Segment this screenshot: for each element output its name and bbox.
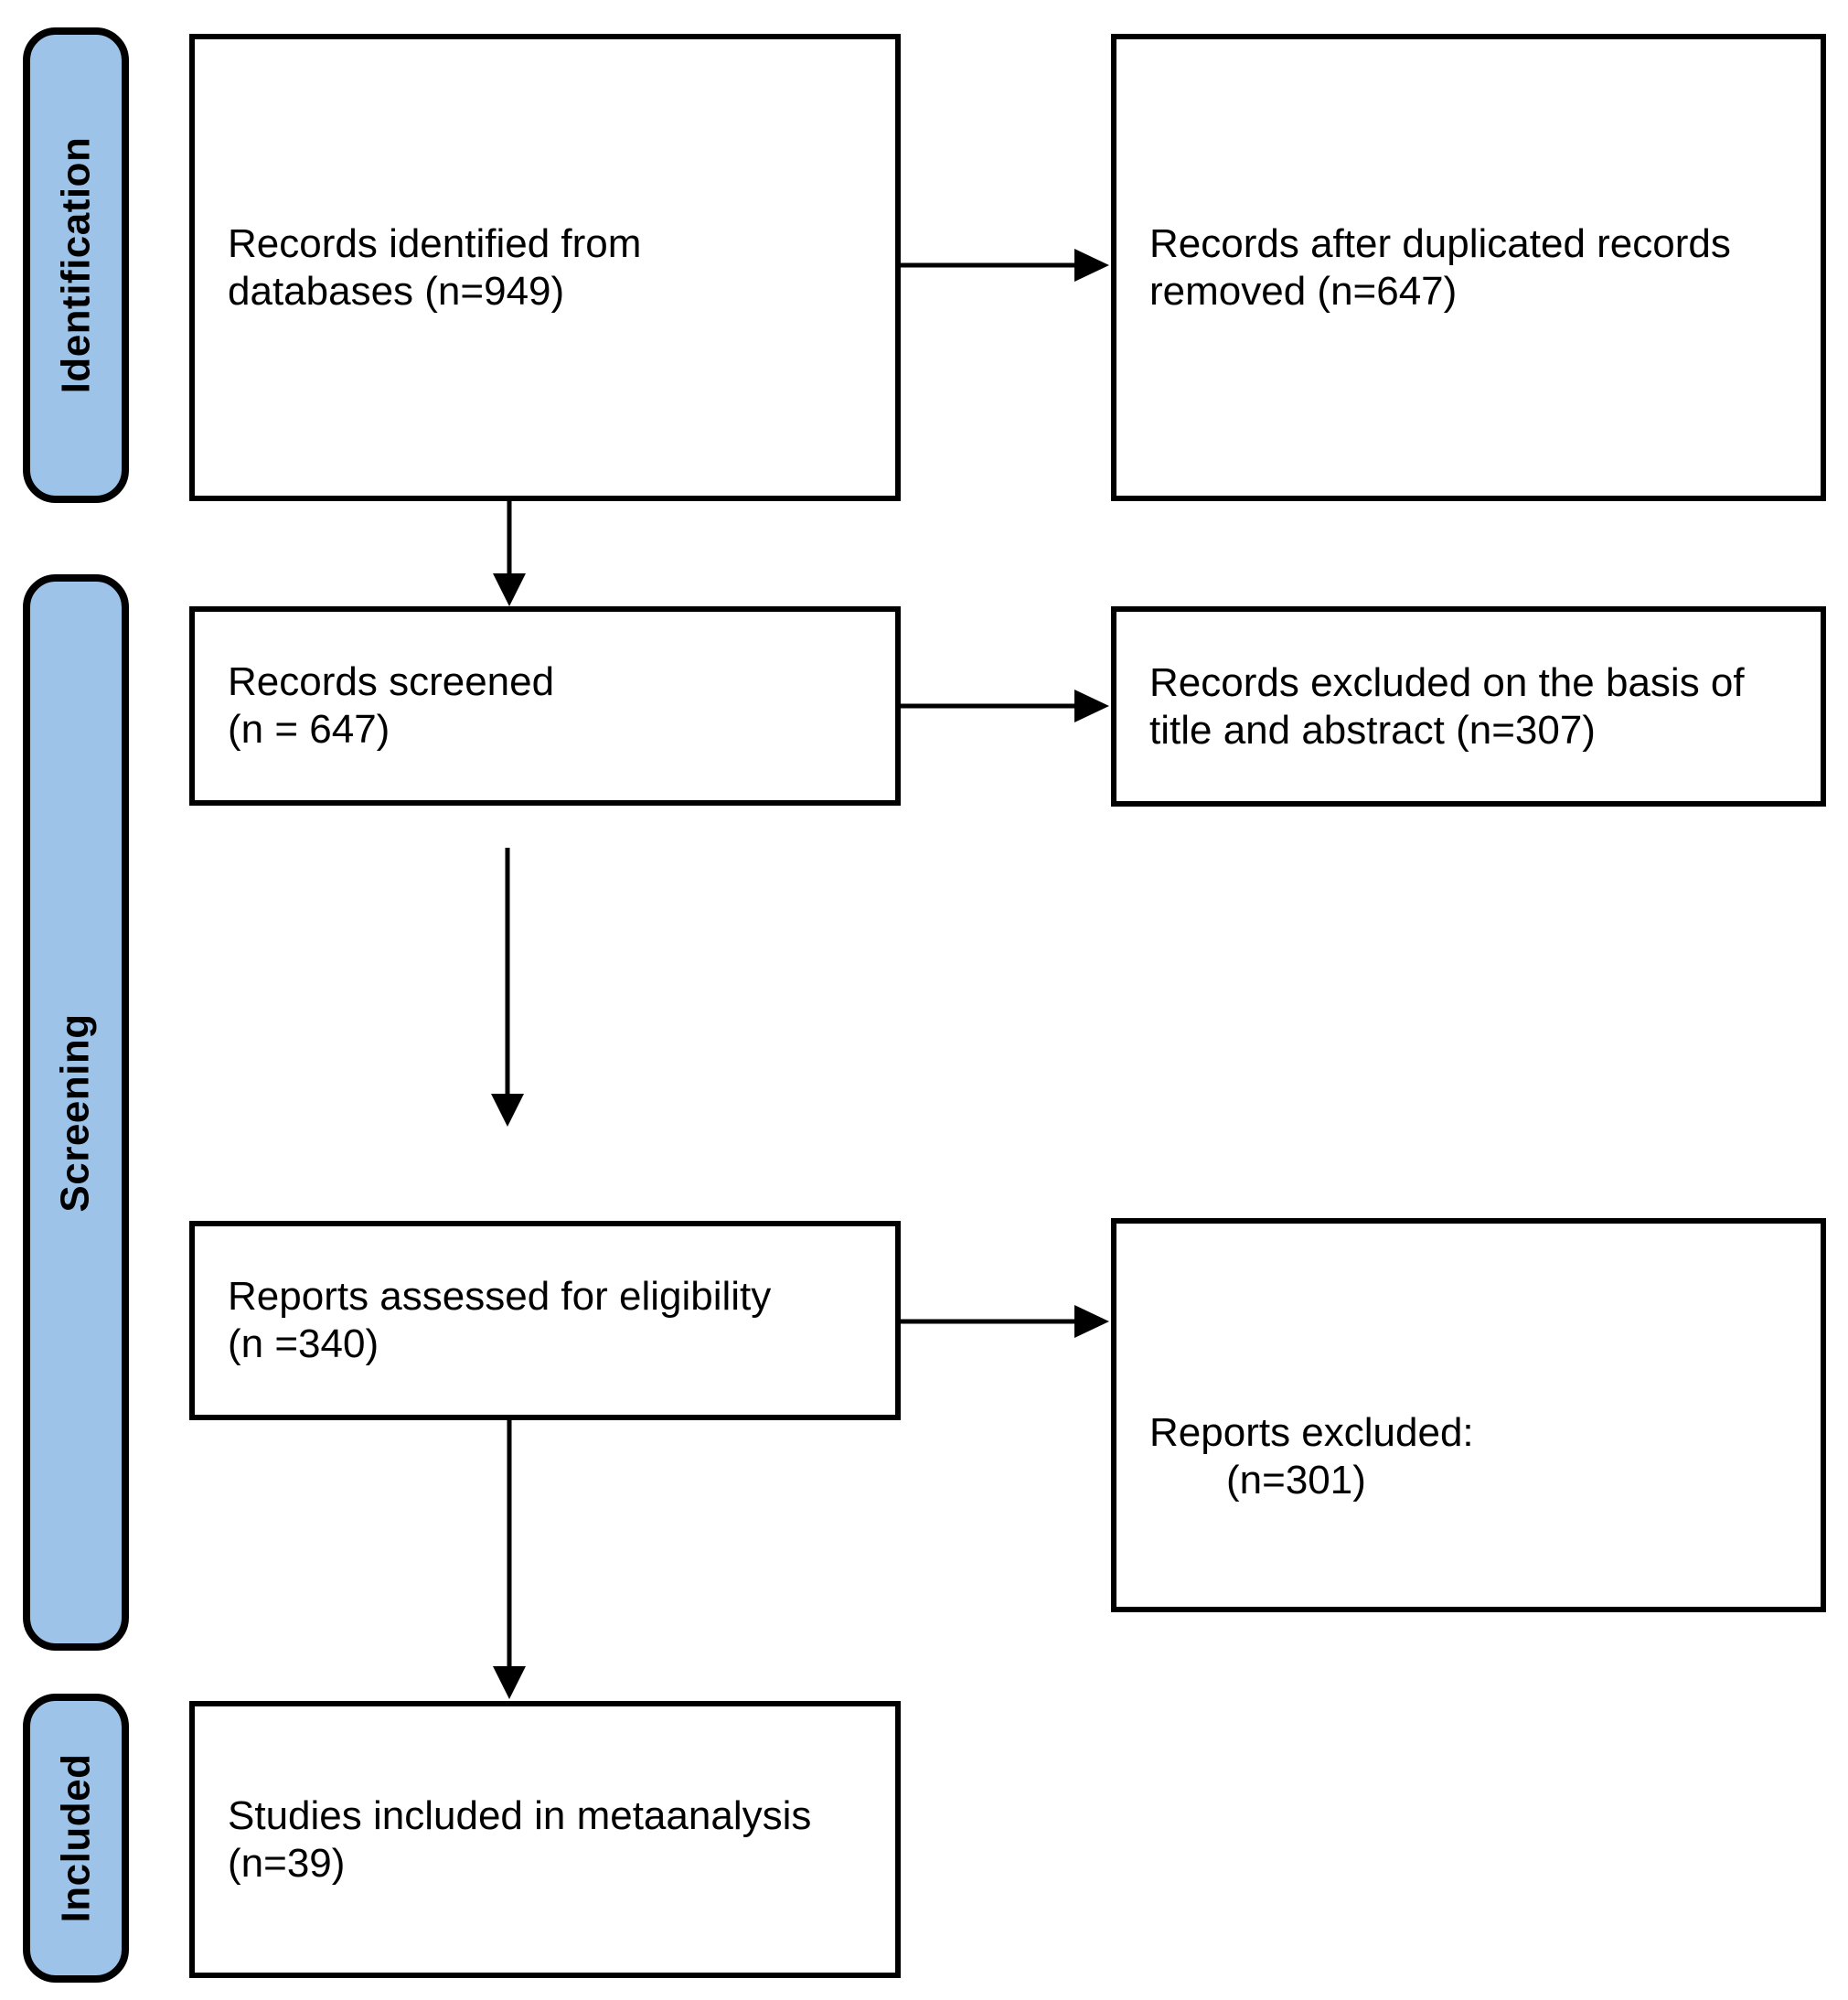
box-duplicates-removed-line2: removed (n=647) [1149,268,1458,314]
box-records-excluded-text: Records excluded on the basis of title a… [1149,659,1802,754]
box-studies-included-line2: (n=39) [228,1840,346,1886]
box-records-identified-line1: Records identified from [228,220,642,266]
arrow-screened-to-assessed [491,848,524,1127]
box-duplicates-removed: Records after duplicated records removed… [1111,34,1826,501]
arrow-identified-to-duplicates-removed [901,249,1109,282]
box-reports-assessed-line2: (n =340) [228,1321,379,1366]
box-records-screened: Records screened (n = 647) [189,606,901,806]
box-records-screened-line2: (n = 647) [228,707,390,752]
box-studies-included-line1: Studies included in metaanalysis [228,1792,812,1838]
arrow-identified-to-screened [493,501,526,606]
arrow-assessed-to-included [493,1420,526,1699]
box-reports-assessed-text: Reports assessed for eligibility (n =340… [228,1273,877,1368]
box-studies-included-text: Studies included in metaanalysis (n=39) [228,1792,877,1888]
box-records-screened-text: Records screened (n = 647) [228,658,877,754]
arrow-assessed-to-reports-excluded [901,1305,1109,1338]
box-reports-excluded: Reports excluded: (n=301) [1111,1218,1826,1612]
box-duplicates-removed-text: Records after duplicated records removed… [1149,220,1802,316]
arrow-screened-to-records-excluded [901,690,1109,722]
box-records-excluded-title-abstract: Records excluded on the basis of title a… [1111,606,1826,807]
stage-label-screening-text: Screening [53,1012,98,1213]
box-records-excluded-line2: title and abstract (n=307) [1149,707,1596,753]
box-records-identified-text: Records identified from databases (n=949… [228,220,877,316]
box-reports-excluded-text: Reports excluded: (n=301) [1149,1409,1802,1504]
box-reports-excluded-line2: (n=301) [1226,1457,1366,1503]
box-studies-included: Studies included in metaanalysis (n=39) [189,1701,901,1978]
stage-label-included-text: Included [53,1753,98,1923]
box-records-identified: Records identified from databases (n=949… [189,34,901,501]
stage-label-identification-text: Identification [53,136,98,394]
box-duplicates-removed-line1: Records after duplicated records [1149,220,1731,266]
box-records-excluded-line1: Records excluded on the basis of [1149,659,1745,705]
box-records-screened-line1: Records screened [228,659,555,705]
stage-label-screening: Screening [23,574,129,1651]
stage-label-included: Included [23,1694,129,1983]
box-reports-assessed: Reports assessed for eligibility (n =340… [189,1221,901,1420]
box-reports-assessed-line1: Reports assessed for eligibility [228,1274,772,1320]
box-records-identified-line2: databases (n=949) [228,268,565,314]
stage-label-identification: Identification [23,27,129,503]
box-reports-excluded-line1: Reports excluded: [1149,1409,1474,1455]
